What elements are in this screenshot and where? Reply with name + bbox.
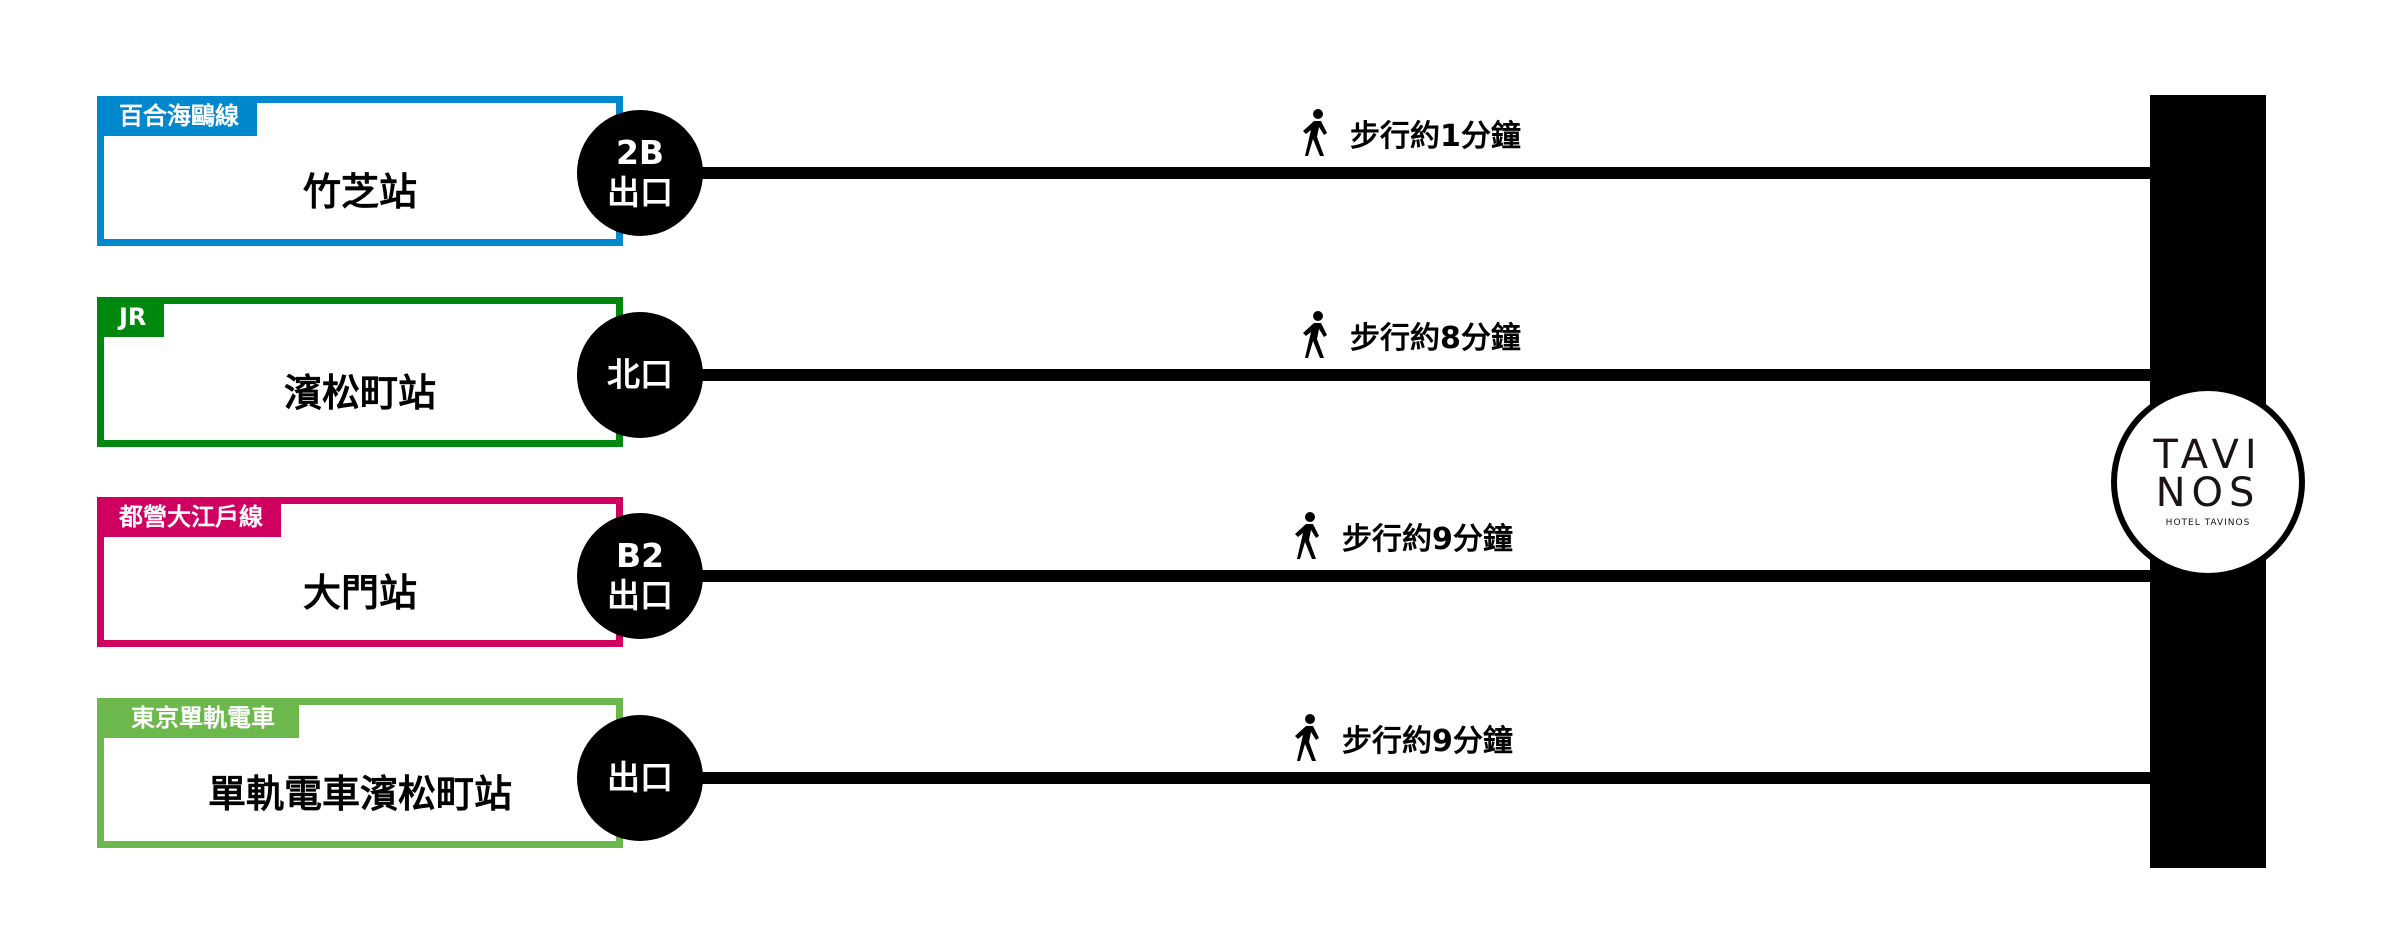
station-box: JR 濱松町站	[97, 297, 623, 447]
walk-time: 步行約9分鐘	[1292, 714, 1513, 762]
pedestrian-icon	[1295, 714, 1319, 761]
pedestrian-icon	[1303, 311, 1327, 358]
walk-label: 步行約1分鐘	[1350, 119, 1521, 154]
exit-label: 出口	[607, 758, 673, 797]
station-name: 大門站	[302, 571, 417, 615]
hotel-logo-mark: TAVI NOS	[2153, 432, 2263, 516]
route-line	[640, 570, 2160, 582]
line-name: JR	[119, 303, 147, 331]
route-line	[640, 167, 2160, 179]
station-box: 百合海鷗線 竹芝站	[97, 96, 623, 246]
station-box: 東京單軌電車 單軌電車濱松町站	[97, 698, 623, 848]
exit-badge: 北口	[577, 312, 703, 438]
station-name: 竹芝站	[302, 170, 417, 214]
pedestrian-icon	[1303, 109, 1327, 156]
line-name: 東京單軌電車	[131, 704, 275, 732]
hotel-logo: TAVI NOS HOTEL TAVINOS	[2111, 385, 2305, 579]
route-line	[640, 772, 2160, 784]
station-box: 都營大江戶線 大門站	[97, 497, 623, 647]
exit-label: B2	[615, 536, 665, 575]
walk-time: 步行約9分鐘	[1292, 512, 1513, 560]
route-line	[640, 369, 2160, 381]
exit-label: 北口	[607, 355, 673, 394]
exit-label: 2B	[615, 133, 665, 172]
exit-label: 出口	[607, 576, 673, 615]
station-name: 單軌電車濱松町站	[207, 772, 512, 816]
line-tag: JR	[97, 297, 165, 337]
walk-label: 步行約9分鐘	[1342, 724, 1513, 759]
exit-label: 出口	[607, 173, 673, 212]
line-name: 都營大江戶線	[119, 503, 263, 531]
walk-time: 步行約8分鐘	[1300, 311, 1521, 359]
line-tag: 都營大江戶線	[97, 497, 281, 537]
hotel-name: HOTEL TAVINOS	[2165, 518, 2251, 528]
walk-label: 步行約8分鐘	[1350, 321, 1521, 356]
line-tag: 東京單軌電車	[97, 698, 299, 738]
logo-line-2: NOS	[2155, 470, 2261, 516]
station-name: 濱松町站	[283, 371, 436, 415]
walk-label: 步行約9分鐘	[1342, 522, 1513, 557]
logo-line-1: TAVI	[2153, 432, 2263, 478]
walk-time: 步行約1分鐘	[1300, 109, 1521, 157]
line-name: 百合海鷗線	[119, 102, 239, 130]
pedestrian-icon	[1295, 512, 1319, 559]
exit-badge: 出口	[577, 715, 703, 841]
line-tag: 百合海鷗線	[97, 96, 257, 136]
